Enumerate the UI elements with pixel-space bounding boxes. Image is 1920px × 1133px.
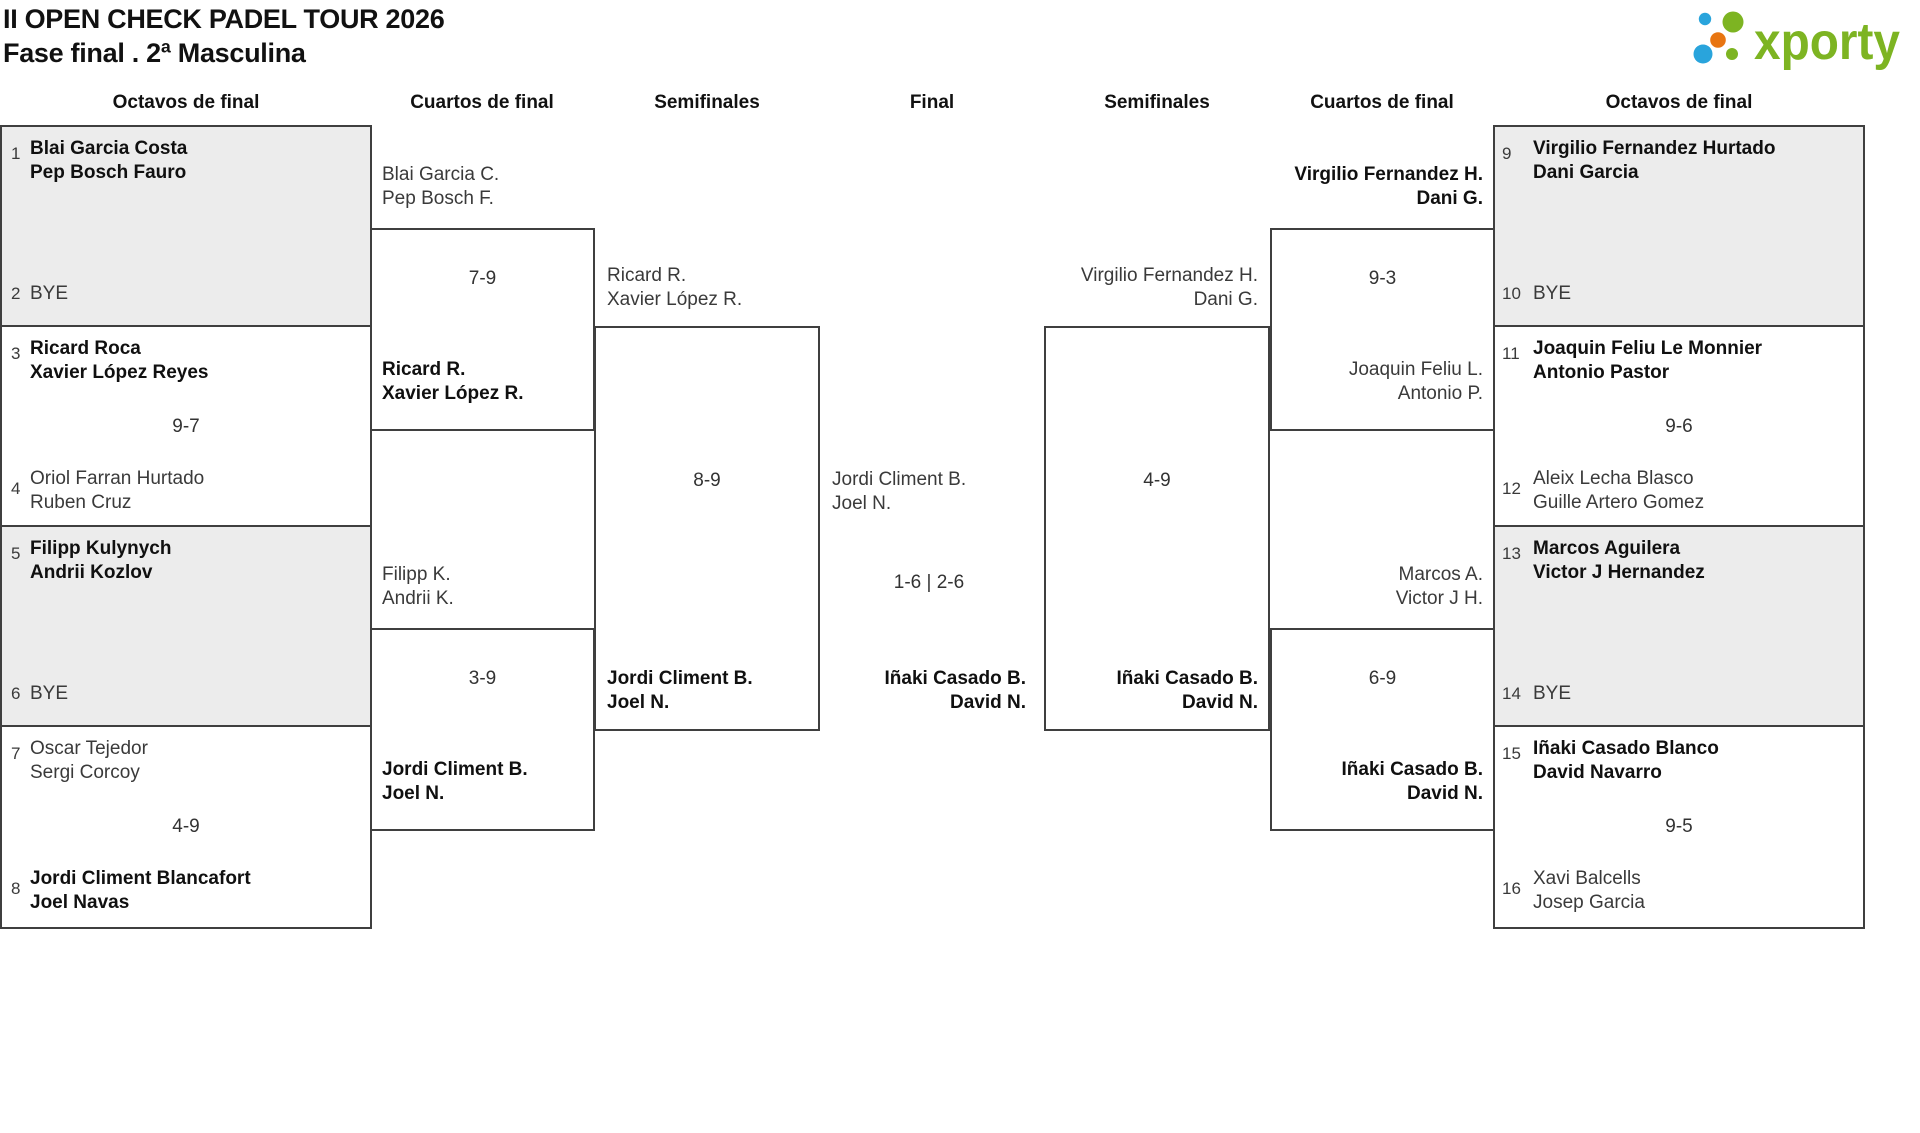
logo-dot-blue-large	[1693, 44, 1713, 64]
match-box-r16-left-2	[2, 327, 370, 527]
match-box-sf-left	[594, 326, 820, 731]
team-label-qf-winner: Ricard R.Xavier López R.	[382, 359, 524, 404]
team-label-sf-winner: Jordi Climent B.Joel N.	[607, 668, 753, 713]
match-box-r16-left-3	[2, 527, 370, 727]
logo-brand-text: xporty	[1754, 13, 1900, 71]
logo-dot-green-small	[1726, 48, 1738, 60]
seed-number: 16	[1502, 879, 1521, 898]
round-header-semis-left: Semifinales	[654, 92, 760, 113]
team-label-qf-entrant: Joaquin Feliu L.Antonio P.	[1348, 359, 1483, 404]
match-score: 4-9	[1143, 470, 1171, 491]
match-score: 9-7	[172, 416, 200, 437]
match-score: 9-5	[1665, 816, 1693, 837]
team-label-qf-winner: Iñaki Casado B.David N.	[1341, 759, 1484, 804]
seed-number: 4	[11, 479, 21, 498]
seed-number: 7	[11, 744, 21, 763]
team-label-final-entrant: Jordi Climent B.Joel N.	[832, 469, 967, 514]
match-box-r16-left-1	[2, 127, 370, 327]
logo-dot-blue-small	[1698, 12, 1712, 26]
logo-dot-orange	[1710, 32, 1726, 48]
team-label-bye: BYE	[30, 683, 69, 704]
page-subtitle: Fase final . 2ª Masculina	[3, 38, 306, 68]
seed-number: 14	[1502, 684, 1521, 703]
team-label-qf-entrant: Marcos A.Victor J H.	[1395, 564, 1483, 609]
team-label-qf-entrant: Filipp K.Andrii K.	[382, 564, 454, 609]
match-box-r16-right-3	[1495, 527, 1863, 727]
team-label-final-winner: Iñaki Casado B.David N.	[884, 668, 1027, 713]
seed-number: 13	[1502, 544, 1521, 563]
xporty-logo[interactable]: xporty	[1680, 2, 1915, 76]
match-box-r16-left-4	[2, 727, 370, 927]
seed-number: 11	[1502, 344, 1520, 363]
team-label-qf-entrant: Blai Garcia C.Pep Bosch F.	[382, 164, 500, 209]
team-label-bye: BYE	[1533, 283, 1572, 304]
team-label-qf-winner: Virgilio Fernandez H.Dani G.	[1294, 164, 1483, 209]
match-box-qf-right-1	[1270, 228, 1495, 431]
match-box-r16-right-1	[1495, 127, 1863, 327]
seed-number: 12	[1502, 479, 1521, 498]
round-header-cuartos-right: Cuartos de final	[1310, 92, 1454, 113]
seed-number: 6	[11, 684, 21, 703]
round-header-octavos-left: Octavos de final	[112, 92, 260, 113]
match-score: 3-9	[468, 668, 497, 689]
final-score: 1-6 | 2-6	[893, 572, 965, 593]
match-box-qf-right-2	[1270, 628, 1495, 831]
seed-number: 2	[11, 284, 21, 303]
match-box-r16-right-2	[1495, 327, 1863, 527]
seed-number: 3	[11, 344, 21, 363]
match-score: 6-9	[1368, 668, 1397, 689]
round-header-cuartos-left: Cuartos de final	[410, 92, 554, 113]
team-label-bye: BYE	[30, 283, 69, 304]
match-score: 8-9	[693, 470, 721, 491]
seed-number: 15	[1502, 744, 1521, 763]
team-label-sf-winner: Iñaki Casado B.David N.	[1116, 668, 1259, 713]
seed-number: 9	[1502, 144, 1512, 163]
team-label-sf-entrant: Ricard R.Xavier López R.	[607, 265, 743, 310]
team-label-bye: BYE	[1533, 683, 1572, 704]
match-score: 9-3	[1368, 268, 1397, 289]
octavos-left-column	[0, 125, 372, 929]
seed-number: 1	[11, 144, 21, 163]
logo-dot-green-large	[1722, 11, 1744, 33]
match-score: 4-9	[172, 816, 200, 837]
round-header-final: Final	[909, 92, 955, 113]
seed-number: 5	[11, 544, 21, 563]
match-score: 7-9	[468, 268, 497, 289]
team-label-qf-winner: Jordi Climent B.Joel N.	[382, 759, 528, 804]
team-label-sf-entrant: Virgilio Fernandez H.Dani G.	[1080, 265, 1258, 310]
page-title: II OPEN CHECK PADEL TOUR 2026	[3, 4, 445, 34]
octavos-right-column	[1493, 125, 1865, 929]
match-score: 9-6	[1665, 416, 1693, 437]
seed-number: 8	[11, 879, 21, 898]
seed-number: 10	[1502, 284, 1521, 303]
match-box-r16-right-4	[1495, 727, 1863, 927]
match-box-sf-right	[1044, 326, 1270, 731]
round-header-semis-right: Semifinales	[1104, 92, 1210, 113]
round-header-octavos-right: Octavos de final	[1605, 92, 1753, 113]
